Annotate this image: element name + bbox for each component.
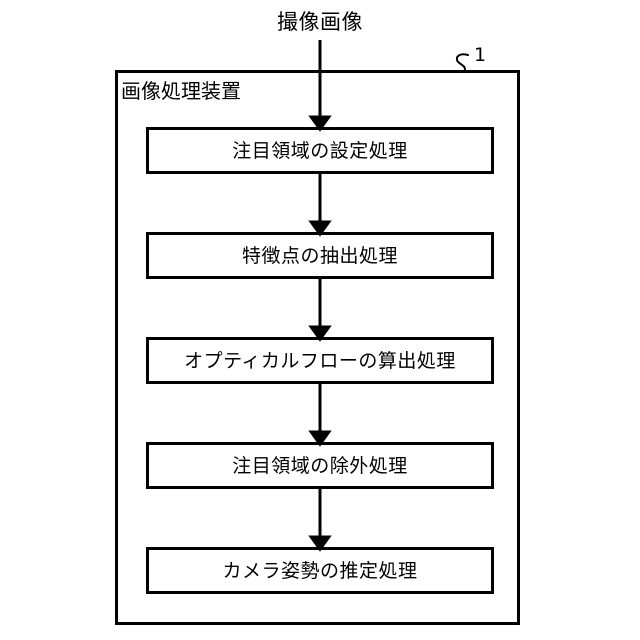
process-step-label: 特徴点の抽出処理 xyxy=(241,244,398,267)
input-image-label: 撮像画像 xyxy=(277,10,363,34)
process-step-box: 注目領域の除外処理 xyxy=(146,442,494,489)
process-step-label: 注目領域の設定処理 xyxy=(232,139,408,162)
reference-numeral: 1 xyxy=(474,44,487,66)
process-step-box: カメラ姿勢の推定処理 xyxy=(146,547,494,594)
process-step-label: 注目領域の除外処理 xyxy=(232,454,408,477)
process-step-box: 特徴点の抽出処理 xyxy=(146,232,494,279)
device-container-label: 画像処理装置 xyxy=(121,79,241,103)
process-step-box: 注目領域の設定処理 xyxy=(146,127,494,174)
process-step-label: オプティカルフローの算出処理 xyxy=(184,349,456,372)
process-step-box: オプティカルフローの算出処理 xyxy=(146,337,494,384)
process-step-label: カメラ姿勢の推定処理 xyxy=(222,559,418,582)
